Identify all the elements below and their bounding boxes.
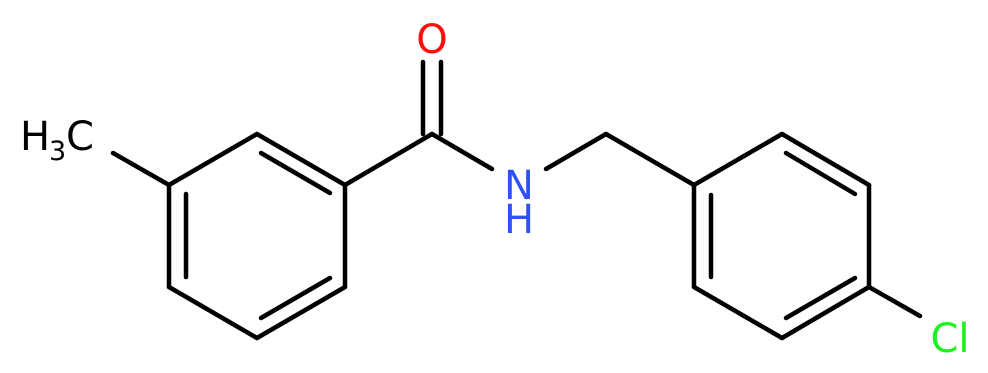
bond xyxy=(254,284,348,341)
inner-double-bond xyxy=(783,275,858,321)
bond xyxy=(866,284,923,319)
inner-double-bond xyxy=(258,150,333,196)
inner-double-bond xyxy=(783,150,858,197)
oxygen-atom-label: O xyxy=(416,17,447,63)
bond xyxy=(691,284,785,341)
bond xyxy=(429,131,495,172)
bond xyxy=(342,131,435,188)
bond xyxy=(691,131,785,188)
nitrogen-atom-label: N xyxy=(504,163,534,209)
bond xyxy=(543,131,609,172)
methyl-c-label: C xyxy=(66,114,94,160)
bond xyxy=(254,131,348,188)
bond xyxy=(779,284,872,341)
bond xyxy=(166,131,260,188)
methyl-h-label: H xyxy=(20,114,50,160)
bond xyxy=(779,131,872,188)
bond xyxy=(603,131,697,188)
bond xyxy=(110,150,172,188)
methyl-subscript-label: 3 xyxy=(49,136,66,167)
nitrogen-hydrogen-label: H xyxy=(504,197,534,243)
left-ring xyxy=(166,131,348,341)
methyl-bond xyxy=(110,150,172,188)
inner-double-bond xyxy=(258,275,333,321)
right-ring xyxy=(691,131,872,341)
amide-group xyxy=(342,59,697,188)
chlorine-atom-label: Cl xyxy=(930,316,969,362)
bond xyxy=(166,284,260,341)
chlorine-bond xyxy=(866,284,923,319)
